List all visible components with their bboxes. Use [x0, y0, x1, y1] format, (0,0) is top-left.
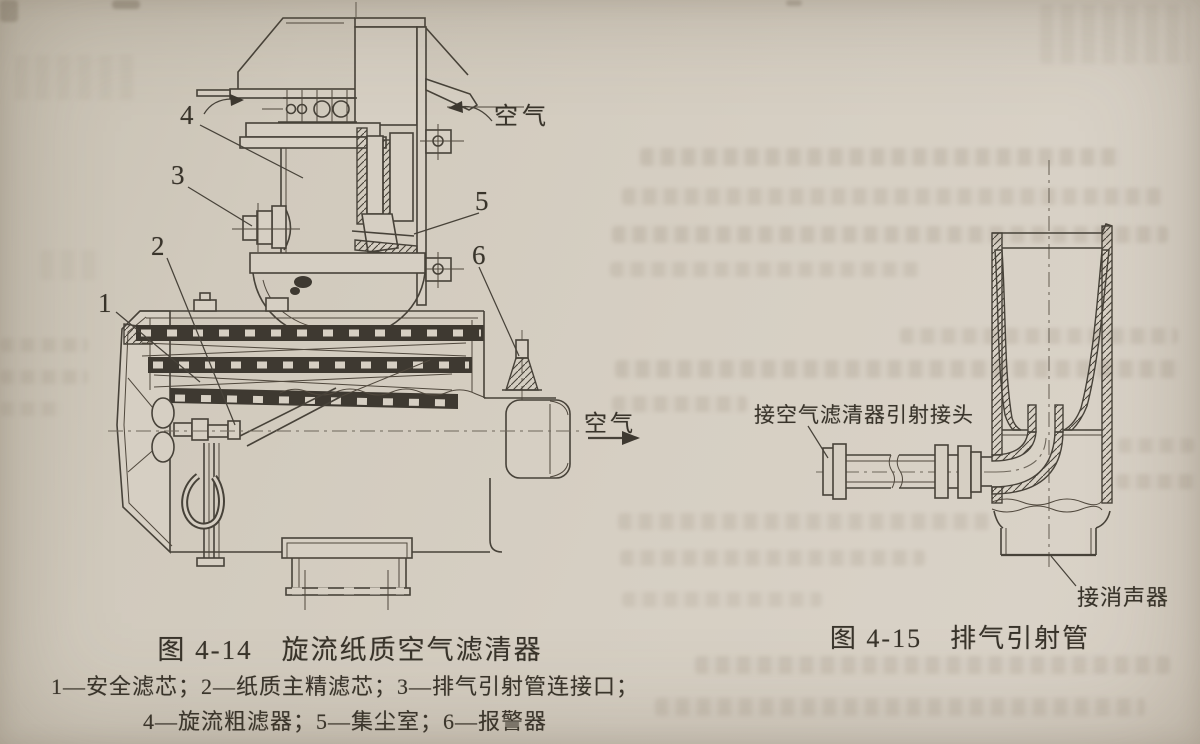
callout-2: 2: [151, 231, 165, 261]
label-muffler: 接消声器: [1077, 585, 1170, 610]
figure-4-15-caption: 图 4-15 排气引射管: [829, 624, 1091, 653]
figure-4-14-drawing: [108, 2, 640, 610]
figure-4-14-caption: 图 4-14 旋流纸质空气滤清器: [157, 635, 543, 665]
figure-4-14-legend-line1: 1—安全滤芯；2—纸质主精滤芯；3—排气引射管连接口；: [50, 674, 639, 699]
air-label-outlet: 空气: [584, 411, 636, 436]
figure-4-14-legend-line2: 4—旋流粗滤器；5—集尘室；6—报警器: [142, 709, 547, 734]
air-label-top: 空气: [494, 104, 550, 130]
callout-3: 3: [171, 160, 185, 190]
callout-5: 5: [475, 186, 489, 216]
callout-4: 4: [180, 100, 194, 130]
label-filter-joint: 接空气滤清器引射接头: [754, 403, 974, 427]
callout-6: 6: [472, 240, 486, 270]
figure-4-15-drawing: [807, 160, 1113, 587]
callout-1: 1: [98, 288, 112, 318]
